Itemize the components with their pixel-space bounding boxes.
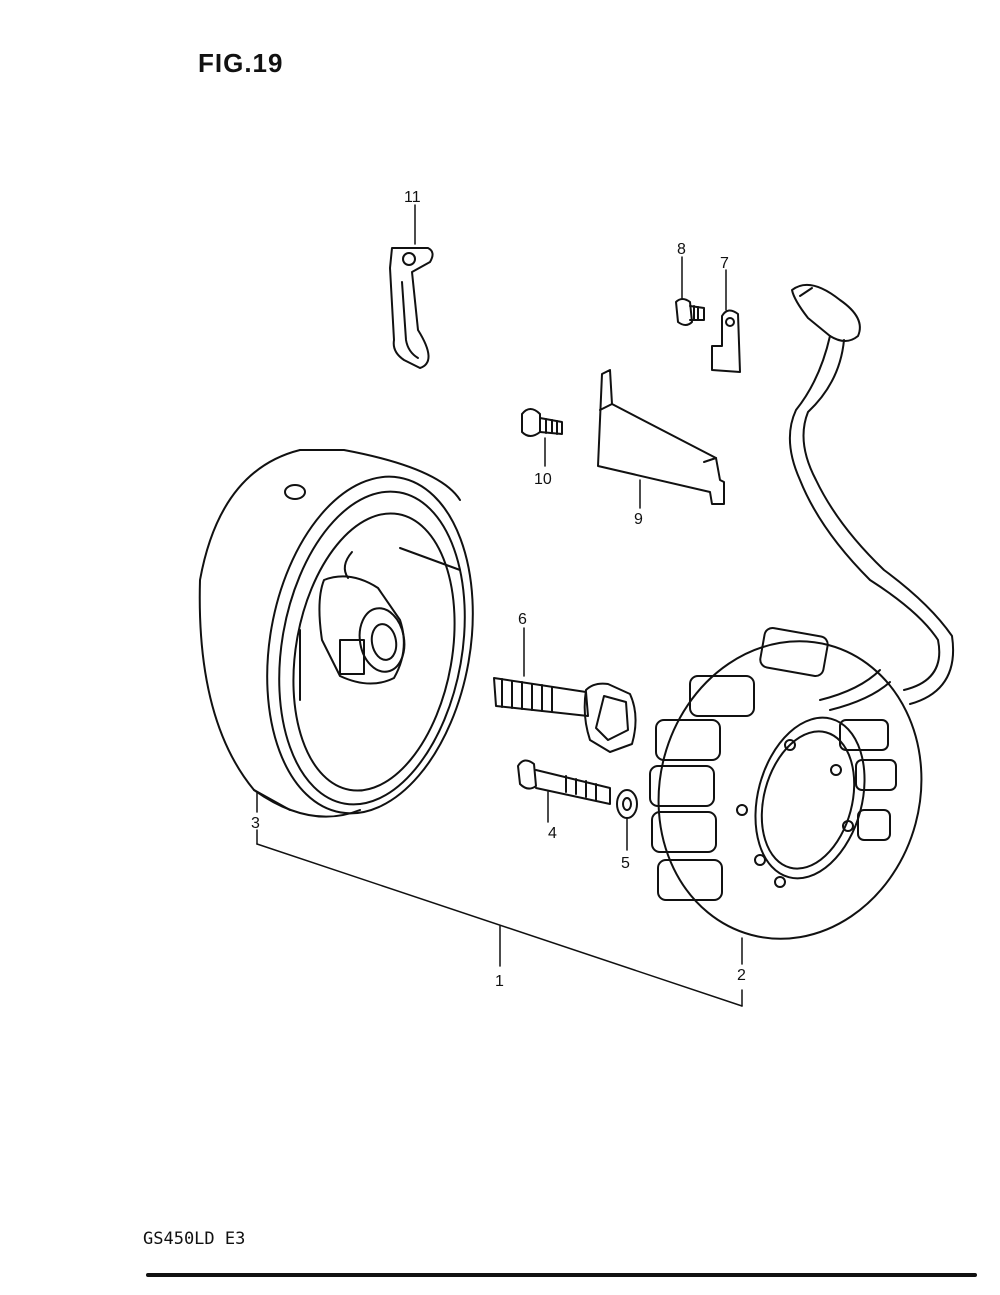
leader-lines	[256, 204, 743, 1007]
part-9-guide-plate	[597, 369, 725, 505]
callout-4: 4	[548, 825, 557, 842]
part-7-clamp	[711, 309, 741, 373]
callout-5: 5	[621, 855, 630, 872]
part-4-bolt	[517, 759, 611, 805]
part-8-screw	[675, 298, 705, 326]
callout-7: 7	[720, 255, 729, 272]
part-10-bolt	[521, 408, 563, 437]
part-6-bolt	[493, 677, 637, 753]
callout-6: 6	[518, 611, 527, 628]
callout-10: 10	[534, 471, 552, 488]
part-3-rotor	[198, 449, 474, 818]
wire-harness	[788, 283, 955, 705]
part-11-clip	[389, 247, 434, 369]
callout-8: 8	[677, 241, 686, 258]
callout-2: 2	[737, 967, 746, 984]
callout-11: 11	[404, 189, 421, 206]
model-code: GS450LD E3	[143, 1229, 246, 1249]
part-5-washer	[616, 789, 638, 819]
callout-3: 3	[251, 815, 260, 832]
figure-title: FIG.19	[198, 48, 284, 78]
callout-9: 9	[634, 511, 643, 528]
callout-1: 1	[495, 973, 504, 990]
part-2-stator	[649, 627, 923, 940]
callout-labels: 11 8 7 10 9 6 3 4 5 2 1	[251, 189, 746, 990]
